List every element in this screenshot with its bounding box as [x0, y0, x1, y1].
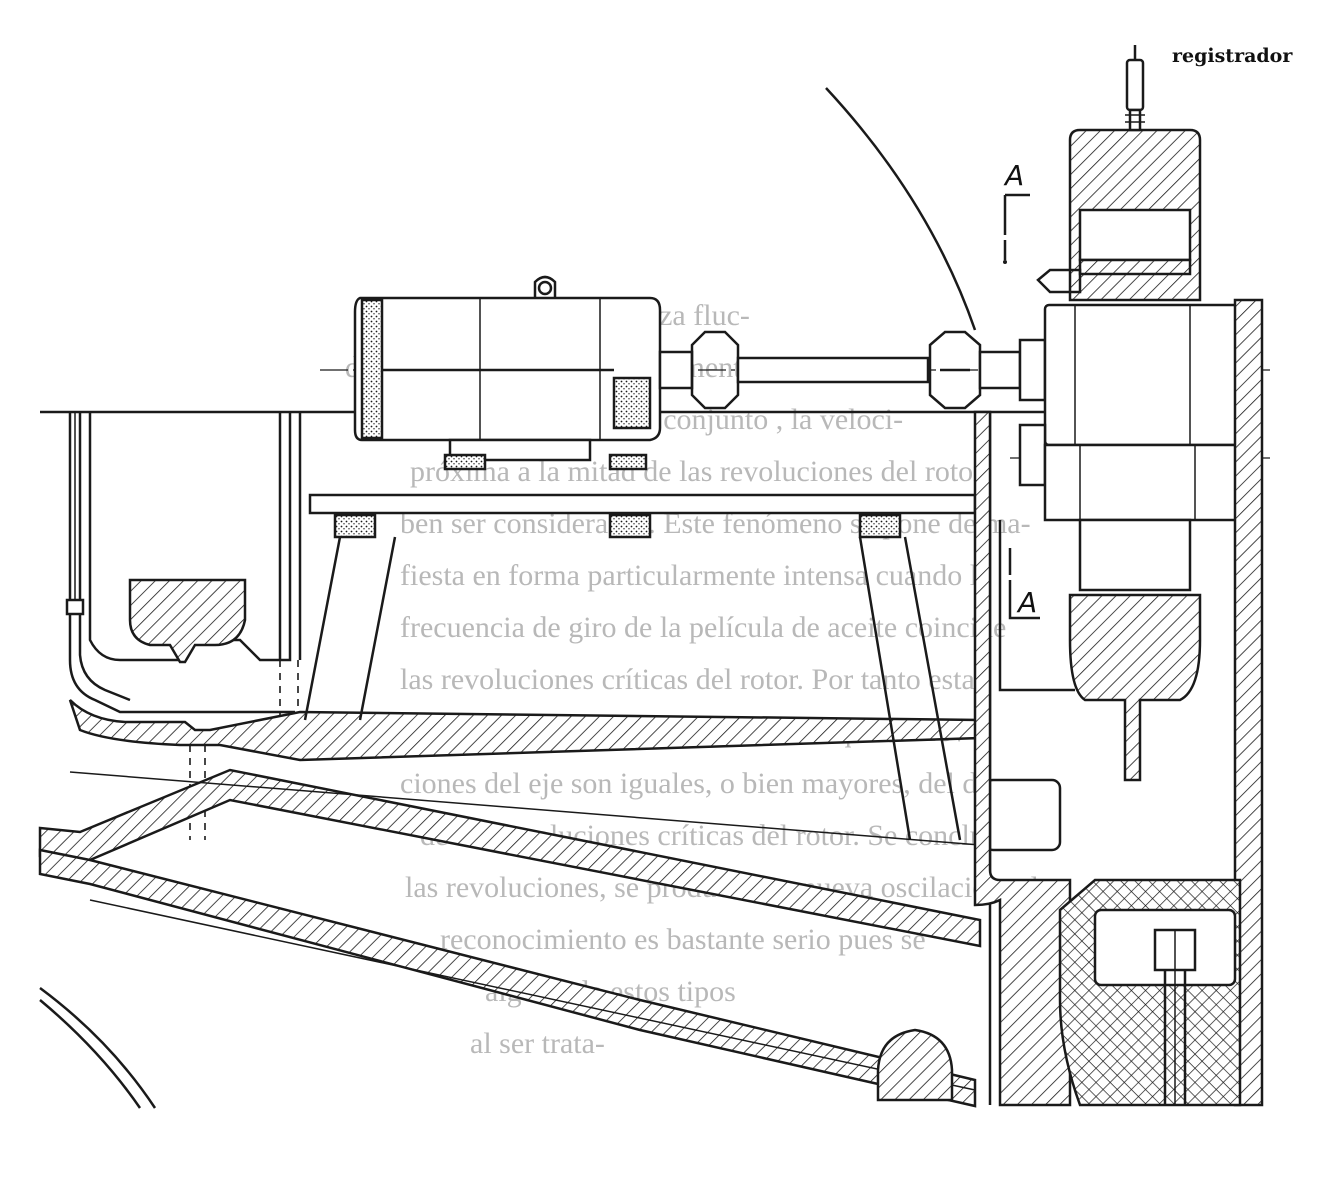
base-pad-left — [333, 513, 377, 539]
bleed-line: al ser trata- — [470, 1027, 605, 1060]
recorder-cap — [1036, 128, 1202, 302]
section-marker-top — [1003, 193, 1030, 264]
bleed-line: frecuencia de giro de la película de ace… — [400, 611, 1006, 644]
section-label-top: A — [1003, 159, 1024, 192]
bearing-housing — [1018, 303, 1262, 522]
leg-left — [303, 536, 397, 721]
bleed-line: ciones del eje son iguales, o bien mayor… — [400, 767, 992, 800]
bleed-line: reconocimiento es bastante serio pues se — [440, 923, 926, 956]
rotor-outline-arc — [825, 87, 977, 331]
round-boss — [876, 1028, 954, 1102]
base-pad-right — [858, 513, 902, 539]
left-pedestal — [65, 412, 302, 840]
bleed-line: las revoluciones críticas del rotor. Por… — [400, 663, 975, 696]
bleed-line: fiesta en forma particularmente intensa … — [400, 559, 991, 592]
casing-wall-lower — [38, 848, 977, 1108]
leg-right — [858, 536, 962, 841]
base-plate — [308, 493, 977, 515]
drive-unit — [353, 275, 662, 471]
hidden-line-1 — [69, 771, 981, 846]
lower-bearing — [973, 298, 1264, 1107]
lower-left-curve-outer — [39, 986, 157, 1109]
base-pad-mid — [608, 513, 652, 539]
recorder-probe — [1125, 45, 1145, 132]
lower-left-curve-inner — [39, 999, 142, 1109]
hidden-line-2 — [89, 899, 976, 1091]
coupling-shaft — [658, 330, 1047, 410]
casing-wall-upper — [68, 699, 982, 762]
recorder-label: registrador — [1172, 45, 1293, 67]
section-label-bottom: A — [1016, 586, 1037, 619]
section-marker-bottom — [1008, 548, 1040, 620]
